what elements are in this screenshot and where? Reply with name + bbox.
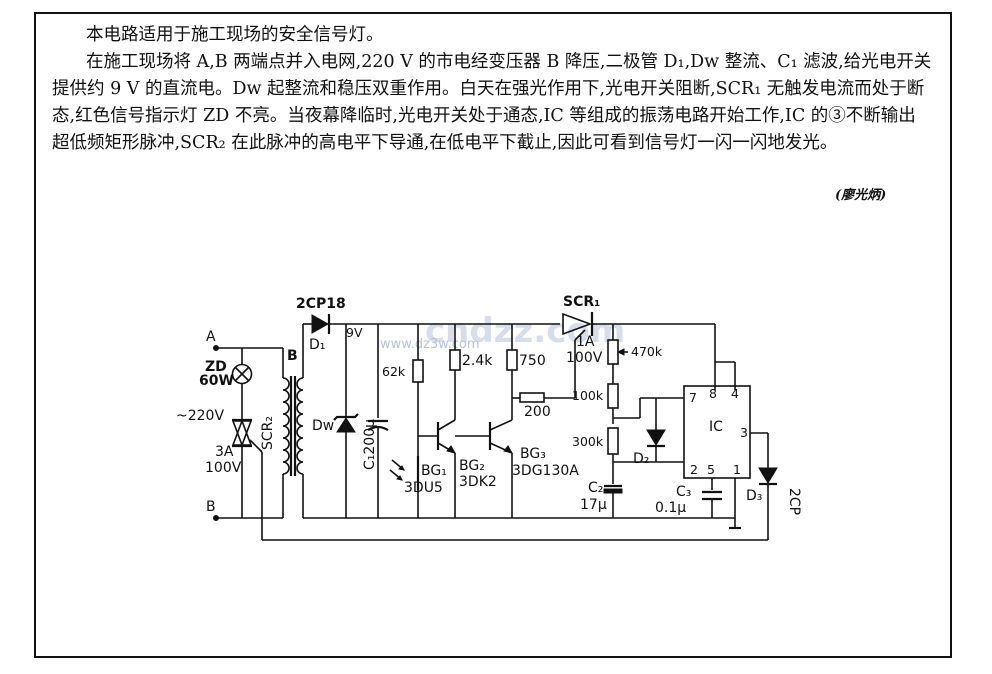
label-c2-value: 17μ [580,497,607,513]
label-bg3: BG₃ [520,446,546,462]
label-pin5: 5 [707,462,715,477]
resistor-62k [412,359,424,383]
label-r62k: 62k [382,364,406,379]
resistor-2-4k [449,349,461,371]
diode-d3 [758,467,778,486]
phototransistor-bg1 [389,436,420,518]
triac-scr2 [231,418,263,453]
description-body: 在施工现场将 A,B 两端点并入电网,220 V 的市电经变压器 B 降压,二极… [52,52,932,153]
label-scr2-current: 3A [215,444,234,460]
label-ic: IC [709,419,723,435]
label-r100k: 100k [572,388,604,403]
watermark-sub: www.dz3w.com [380,337,480,352]
label-scr2: SCR₂ [260,416,276,450]
label-mains: ~220V [176,408,224,424]
resistor-750 [506,349,518,371]
label-dw: Dw [312,418,334,434]
label-r470k: 470k [631,344,663,359]
lamp-zd [231,363,253,385]
label-scr2-voltage: 100V [205,460,242,476]
label-pin3: 3 [740,425,748,440]
label-d3: D₃ [746,488,762,504]
author-credit: (廖光炳) [835,188,887,203]
label-r300k: 300k [572,434,604,449]
capacitor-c3 [702,490,722,501]
label-zd-rating: 60W [199,373,234,389]
label-c3: C₃ [676,484,691,500]
diode-d2 [646,429,666,448]
label-scr1-current: 1A [576,334,595,350]
terminal-a [213,345,219,351]
description-text: 本电路适用于施工现场的安全信号灯。 在施工现场将 A,B 两端点并入电网,220… [52,22,932,157]
label-c3-value: 0.1μ [655,500,686,516]
resistor-200 [519,392,545,403]
label-pin2: 2 [690,462,698,477]
label-scr1-voltage: 100V [566,350,603,366]
capacitor-c1 [367,419,389,431]
label-bg2-model: 3DK2 [459,474,497,490]
label-terminal-a: A [206,329,216,345]
label-bg2: BG₂ [459,458,485,474]
label-pin4: 4 [731,386,739,401]
label-pin1: 1 [733,462,741,477]
transistor-bg2 [418,419,457,454]
label-transformer: B [287,348,298,364]
label-pin8: 8 [709,386,717,401]
resistor-100k [607,383,619,409]
ic-555 [683,385,751,479]
resistor-300k [607,427,619,455]
label-d3-model: 2CP [786,488,802,515]
thyristor-scr1 [562,312,597,336]
label-bg1-model: 3DU5 [404,480,443,496]
label-d1: D₁ [309,337,325,353]
label-d2: D₂ [633,451,649,467]
terminal-b [213,515,219,521]
label-c2: C₂ [588,480,603,496]
label-bg1: BG₁ [421,463,447,479]
description-title: 本电路适用于施工现场的安全信号灯。 [86,25,384,45]
label-9v: 9V [346,325,363,340]
label-d1-model: 2CP18 [296,296,346,312]
label-r2-4k: 2.4k [462,353,493,369]
label-r750: 750 [519,353,546,369]
transformer-b [282,324,304,518]
capacitor-c2 [603,484,623,494]
diode-d1 [311,314,331,334]
label-pin7: 7 [689,390,697,405]
figure-border [34,12,952,658]
label-bg3-model: 3DG130A [512,463,579,479]
transistor-bg3 [455,419,514,454]
label-terminal-b: B [206,499,216,515]
label-scr1: SCR₁ [563,294,600,310]
label-c1: C₁200μ [362,419,378,470]
label-r200: 200 [524,404,551,420]
label-zd: ZD [205,359,227,375]
zener-dw [333,413,359,433]
